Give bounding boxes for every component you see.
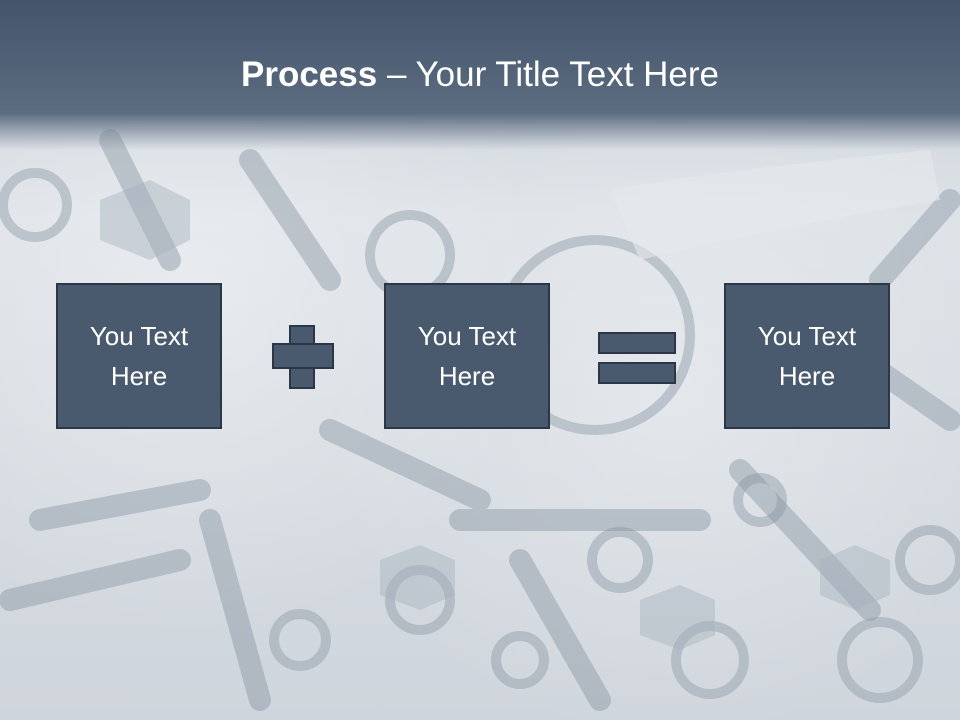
text-box-1[interactable]: You Text Here — [56, 283, 222, 429]
title-bar — [0, 0, 960, 150]
text-box-2[interactable]: You Text Here — [384, 283, 550, 429]
text-box-1-label: You Text Here — [89, 321, 189, 391]
text-box-2-label: You Text Here — [417, 321, 517, 391]
text-box-3-label: You Text Here — [757, 321, 857, 391]
title-bold-text: Process — [241, 55, 378, 94]
text-box-3[interactable]: You Text Here — [724, 283, 890, 429]
title-rest-text: – Your Title Text Here — [377, 55, 719, 94]
slide-title[interactable]: Process – Your Title Text Here — [0, 52, 960, 98]
